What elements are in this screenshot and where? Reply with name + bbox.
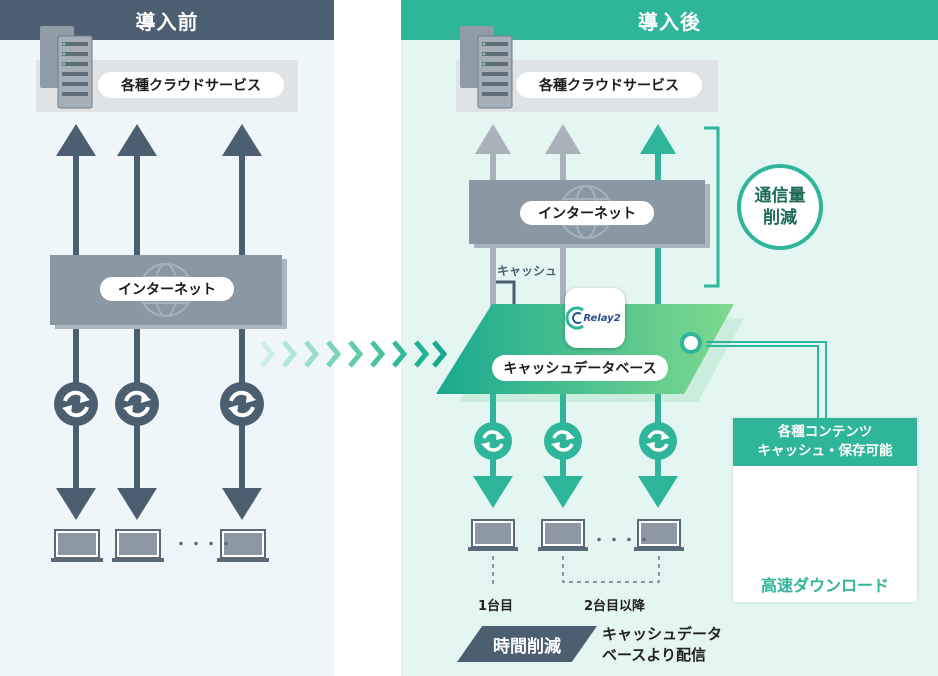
before-down-arrows (56, 488, 262, 520)
database-connector (680, 332, 827, 418)
before-laptops (51, 529, 269, 562)
before-up-arrows (56, 124, 262, 156)
relay2-logo-mark (565, 306, 584, 330)
contents-line1: 各種コンテンツ (777, 424, 873, 440)
fast-download-label: 高速ダウンロード (760, 576, 889, 595)
after-down-arrows (473, 476, 678, 508)
relay2-logo: Relay2 (565, 288, 625, 348)
after-internet-label: インターネット (520, 201, 654, 225)
traffic-reduction-line2: 削減 (763, 208, 797, 228)
second-device-label: 2台目以降 (584, 599, 646, 614)
contents-card-header: 各種コンテンツ キャッシュ・保存可能 (733, 418, 917, 466)
traffic-reduction-line1: 通信量 (754, 186, 806, 206)
relay2-logo-text: Relay2 (583, 312, 621, 324)
contents-card: 各種コンテンツ キャッシュ・保存可能 (733, 418, 917, 602)
before-panel: 導入前 (0, 0, 334, 676)
after-sync-icons (474, 422, 677, 460)
device-dashed-lines (492, 556, 660, 586)
time-reduction-tag: 時間削減 (457, 626, 597, 662)
cache-label: キャッシュ (497, 264, 558, 278)
delivery-note: キャッシュデータ ベースより配信 (602, 624, 722, 666)
delivery-line1: キャッシュデータ (602, 625, 723, 643)
after-upper-gray-arrows (475, 124, 581, 154)
delivery-line2: ベースより配信 (602, 646, 706, 664)
after-server-icon (460, 26, 513, 109)
cache-db-label: キャッシュデータベース (492, 355, 668, 381)
transition-chevrons (260, 340, 448, 368)
first-device-label: 1台目 (478, 599, 514, 614)
before-ellipsis: ・・・・ (174, 537, 234, 553)
before-sync-icons (54, 382, 264, 426)
before-cloud-label: 各種クラウドサービス (98, 72, 284, 98)
traffic-reduction-badge: 通信量 削減 (737, 164, 823, 250)
before-internet-label: インターネット (100, 277, 234, 301)
contents-line2: キャッシュ・保存可能 (757, 443, 893, 459)
after-cloud-label: 各種クラウドサービス (516, 72, 702, 98)
reduction-bracket (704, 126, 720, 288)
after-laptops (468, 519, 684, 551)
after-ellipsis: ・・・・ (592, 533, 652, 549)
before-server-icon (40, 26, 93, 109)
